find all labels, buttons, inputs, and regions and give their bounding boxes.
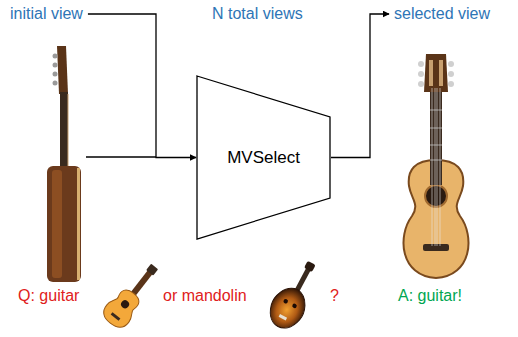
guitar-side-view (47, 46, 81, 282)
question-text: or mandolin (163, 287, 247, 305)
guitar-front-view (403, 54, 468, 278)
mandolin-icon (263, 255, 326, 334)
input-line (86, 156, 156, 157)
node-text: initial view (10, 5, 83, 23)
selector-block: MVSelect (196, 75, 331, 240)
views-count-label: N total views (212, 5, 303, 23)
view-label: selected view (392, 5, 492, 23)
node-text: MVSelect (227, 148, 300, 168)
guitar-icon (99, 258, 165, 332)
question-text: Q: guitar (18, 287, 79, 305)
view-label: initial view (8, 5, 85, 23)
answer-text: A: guitar! (398, 287, 462, 305)
flow-arrow (88, 14, 196, 158)
node-text: selected view (394, 5, 490, 23)
question-mark: ? (330, 287, 339, 305)
flow-arrow (331, 14, 389, 158)
